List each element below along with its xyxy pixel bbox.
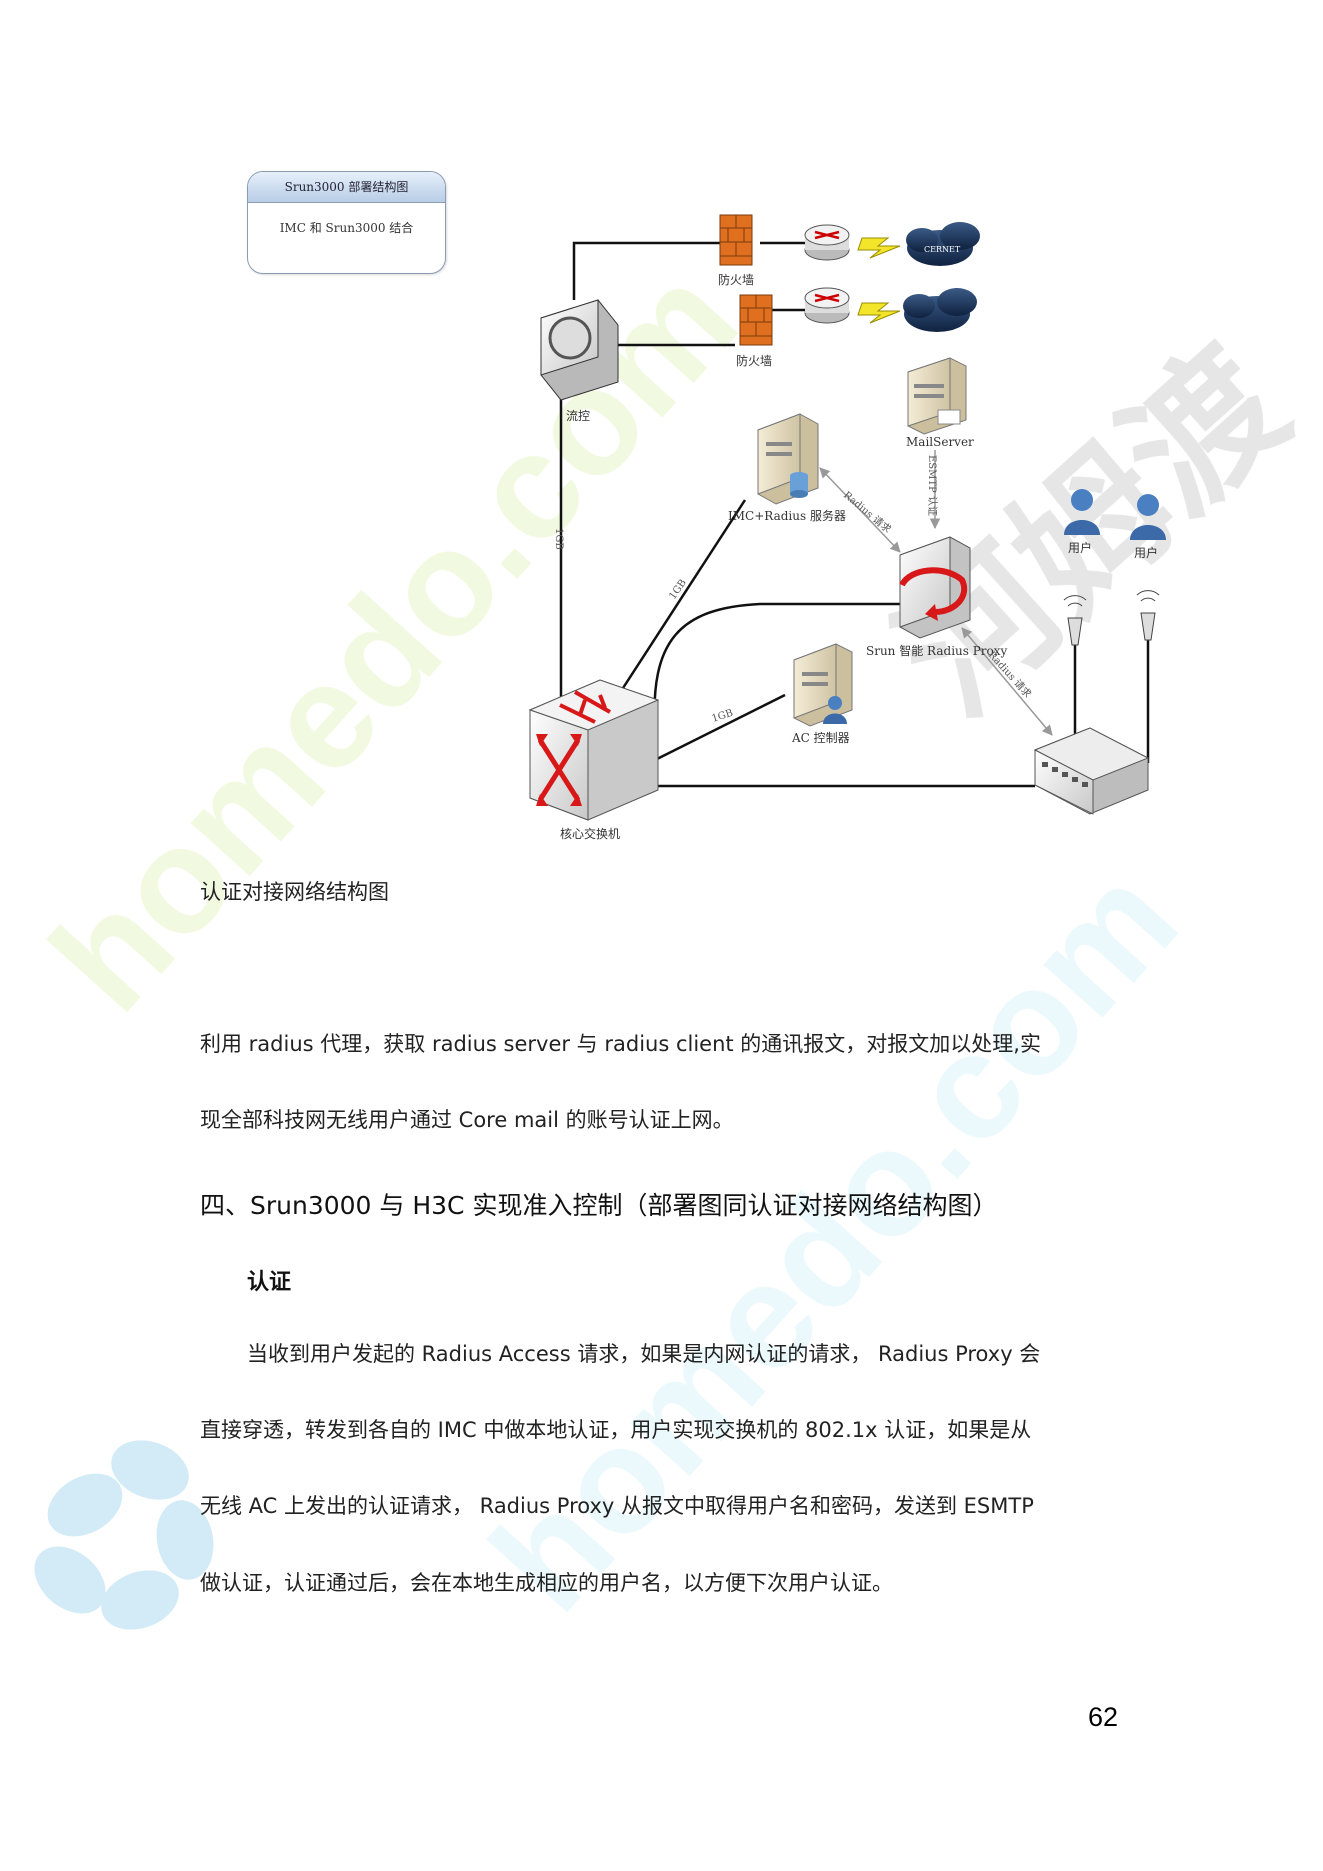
watermark-text-2: homedo.com	[459, 835, 1208, 1641]
cloud-icon-1	[906, 222, 980, 266]
firewall-icon-2	[739, 294, 773, 346]
paragraph-2-line-2: 直接穿透，转发到各自的 IMC 中做本地认证，用户实现交换机的 802.1x 认…	[200, 1418, 1032, 1442]
paragraph-2-line-4: 做认证，认证通过后，会在本地生成相应的用户名，以方便下次用户认证。	[200, 1571, 893, 1595]
smtp-link-label: ESMTP 认证	[926, 455, 939, 516]
paragraph-1-line-1: 利用 radius 代理，获取 radius server 与 radius c…	[200, 1032, 1041, 1056]
user-label-1: 用户	[1068, 540, 1092, 555]
flow-control-icon	[540, 299, 619, 401]
mail-server-label: MailServer	[906, 435, 974, 449]
figure-caption: 认证对接网络结构图	[200, 880, 389, 904]
watermark-flower-icon	[34, 1440, 214, 1630]
imc-radius-label: IMC+Radius 服务器	[728, 508, 846, 523]
connection-lines	[559, 241, 1150, 788]
section-heading: 四、Srun3000 与 H3C 实现准入控制（部署图同认证对接网络结构图）	[200, 1191, 998, 1220]
lightning-icon-2	[857, 302, 901, 324]
imc-radius-server-icon	[757, 413, 819, 505]
user-icon-2	[1130, 494, 1166, 540]
router-icon-1	[804, 224, 850, 261]
legend-subtitle: IMC 和 Srun3000 结合	[279, 221, 414, 235]
page-number: 62	[1088, 1702, 1119, 1732]
legend-title: Srun3000 部署结构图	[248, 172, 445, 203]
paragraph-1-line-2: 现全部科技网无线用户通过 Core mail 的账号认证上网。	[200, 1108, 734, 1132]
paragraph-2-line-3: 无线 AC 上发出的认证请求， Radius Proxy 从报文中取得用户名和密…	[200, 1494, 1034, 1518]
srun-proxy-label: Srun 智能 Radius Proxy	[866, 643, 1008, 658]
subsection-heading: 认证	[247, 1270, 292, 1295]
firewall-icon-1	[719, 214, 753, 266]
user-label-2: 用户	[1134, 545, 1158, 560]
access-switch-icon	[1033, 727, 1150, 815]
router-icon-2	[804, 287, 850, 324]
link-label-1gb-a: 1GB	[553, 528, 564, 550]
lightning-icon-1	[857, 237, 901, 259]
access-point-icon-2	[1136, 590, 1160, 641]
arrow-links	[819, 450, 1053, 736]
ac-controller-label: AC 控制器	[791, 731, 850, 745]
firewall-label-2: 防火墙	[736, 353, 772, 368]
core-switch-label: 核心交换机	[560, 826, 620, 841]
network-diagram: 流控 防火墙 防火墙 CERNET MailServer	[528, 214, 1166, 841]
cloud-label-1: CERNET	[924, 245, 961, 254]
firewall-label-1: 防火墙	[718, 272, 754, 287]
mail-server-icon	[907, 357, 967, 435]
radius-link-label-2: Radius 请求	[986, 648, 1035, 700]
srun-proxy-icon	[899, 536, 971, 639]
diagram-legend-box: Srun3000 部署结构图 IMC 和 Srun3000 结合	[247, 171, 446, 274]
cloud-icon-2	[903, 288, 977, 332]
radius-link-label-1: Radius 请求	[841, 488, 894, 535]
access-point-icon-1	[1063, 595, 1087, 646]
paragraph-2-line-1: 当收到用户发起的 Radius Access 请求，如果是内网认证的请求， Ra…	[247, 1342, 1041, 1366]
flow-control-label: 流控	[566, 409, 590, 423]
user-icon-1	[1064, 489, 1100, 535]
core-switch-icon	[528, 679, 660, 821]
ac-controller-icon	[793, 643, 853, 727]
